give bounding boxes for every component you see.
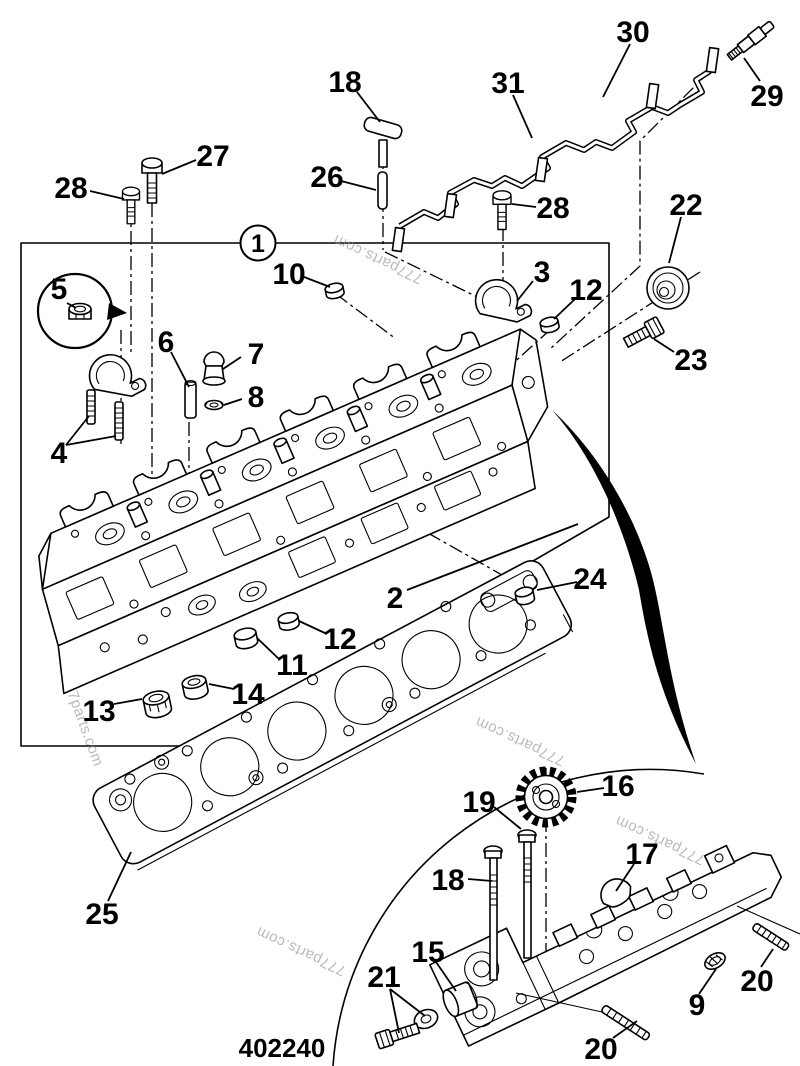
valve-bosses — [70, 362, 492, 546]
callout-21: 21 — [367, 961, 400, 994]
rocker-clamp-left-drawing — [88, 353, 147, 398]
leader-lines — [65, 43, 774, 1039]
drawing-number: 402240 — [239, 1033, 326, 1063]
callout-18-detail: 18 — [431, 864, 464, 897]
head-gasket-drawing — [92, 560, 574, 871]
watermark: 777parts.com — [254, 923, 349, 979]
cup-13-drawing — [142, 690, 173, 719]
woodruff-key-17-drawing — [600, 878, 632, 908]
callout-1: 1 — [251, 230, 265, 258]
bolt-19-drawing — [517, 829, 537, 959]
callout-4: 4 — [51, 437, 68, 470]
gasket-bores — [133, 594, 528, 832]
bolt-18-detail-drawing — [483, 845, 503, 981]
pin-26-drawing — [377, 171, 388, 210]
studs-4-drawing — [86, 389, 124, 441]
callout-28-mid: 28 — [536, 192, 569, 225]
cap-10-drawing — [324, 282, 345, 300]
seal-9-drawing — [704, 952, 726, 970]
callout-30: 30 — [616, 16, 649, 49]
glow-plug-drawing — [726, 20, 775, 61]
callout-31: 31 — [491, 67, 524, 100]
plug-15-drawing — [442, 981, 479, 1018]
cam-gear-16-drawing — [515, 766, 577, 828]
watermark: 777parts.com — [331, 231, 426, 287]
bolt-28-left-drawing — [121, 186, 141, 225]
callout-20-bottom: 20 — [584, 1033, 617, 1066]
callout-15: 15 — [411, 936, 444, 969]
callout-23: 23 — [674, 344, 707, 377]
callout-27: 27 — [196, 140, 229, 173]
bolt-27-drawing — [141, 157, 163, 204]
callout-8: 8 — [248, 381, 265, 414]
head-lower-face — [99, 467, 498, 653]
bolt-21-drawing — [374, 1022, 421, 1050]
callout-28-left: 28 — [54, 172, 87, 205]
callout-2: 2 — [387, 582, 404, 615]
cap-12-lower-drawing — [277, 611, 301, 631]
callout-7: 7 — [248, 338, 265, 371]
callout-20-right: 20 — [740, 965, 773, 998]
cup-14-drawing — [181, 674, 209, 700]
callout-labels: 2 3 4 5 6 7 8 9 10 11 12 12 13 14 15 16 … — [51, 16, 784, 1066]
stud-20-bottom-drawing — [601, 1004, 651, 1041]
callout-26: 26 — [310, 161, 343, 194]
callout-22: 22 — [669, 189, 702, 222]
callout-25: 25 — [85, 898, 118, 931]
callout-13: 13 — [82, 695, 115, 728]
detail-circle-boundary — [332, 768, 705, 1066]
washer-8-drawing — [204, 399, 224, 411]
stud-20b-line — [515, 992, 603, 1013]
seal-22-drawing — [646, 266, 690, 310]
rocker-clamp-3-drawing — [474, 278, 533, 323]
gasket-holes — [108, 600, 536, 812]
callout-18-top: 18 — [328, 66, 361, 99]
watermark: 777parts.com — [473, 713, 568, 769]
callout-12-upper: 12 — [569, 274, 602, 307]
handle-18-drawing — [363, 116, 403, 168]
screw-23-drawing — [622, 316, 665, 348]
callout-11: 11 — [276, 649, 308, 682]
valve-seal-7-drawing — [202, 351, 226, 386]
cylinder-head-drawing — [38, 328, 549, 695]
assembly-ref-1: 1 — [239, 224, 277, 262]
rocker-pedestals — [59, 331, 481, 528]
detail-arrow — [107, 303, 127, 320]
callout-24: 24 — [573, 563, 607, 596]
cup-24-drawing — [514, 586, 536, 606]
cap-12-upper-drawing — [539, 316, 560, 334]
callout-12-lower: 12 — [323, 623, 356, 656]
stud-20a-line — [736, 905, 800, 935]
callout-6: 6 — [158, 326, 175, 359]
bolt-28-mid-drawing — [492, 190, 512, 231]
stud-20-right-drawing — [752, 922, 790, 951]
callout-14: 14 — [231, 678, 265, 711]
callout-3: 3 — [534, 256, 551, 289]
callout-17: 17 — [625, 838, 658, 871]
callout-10: 10 — [272, 258, 305, 291]
head-mid-ports — [65, 416, 507, 620]
tappet-bosses — [126, 373, 442, 528]
callout-9: 9 — [689, 989, 706, 1022]
detail-swoosh-arrow — [552, 410, 696, 764]
callout-5: 5 — [51, 273, 68, 306]
callout-29: 29 — [750, 80, 783, 113]
leak-off-pipe-drawing — [391, 46, 720, 253]
valve-guide-6-drawing — [184, 379, 197, 419]
callout-16: 16 — [601, 770, 634, 803]
gasket-slot — [480, 570, 538, 612]
cup-11-drawing — [233, 627, 259, 650]
cam-housing-drawing — [429, 844, 783, 1047]
callout-19: 19 — [462, 786, 495, 819]
